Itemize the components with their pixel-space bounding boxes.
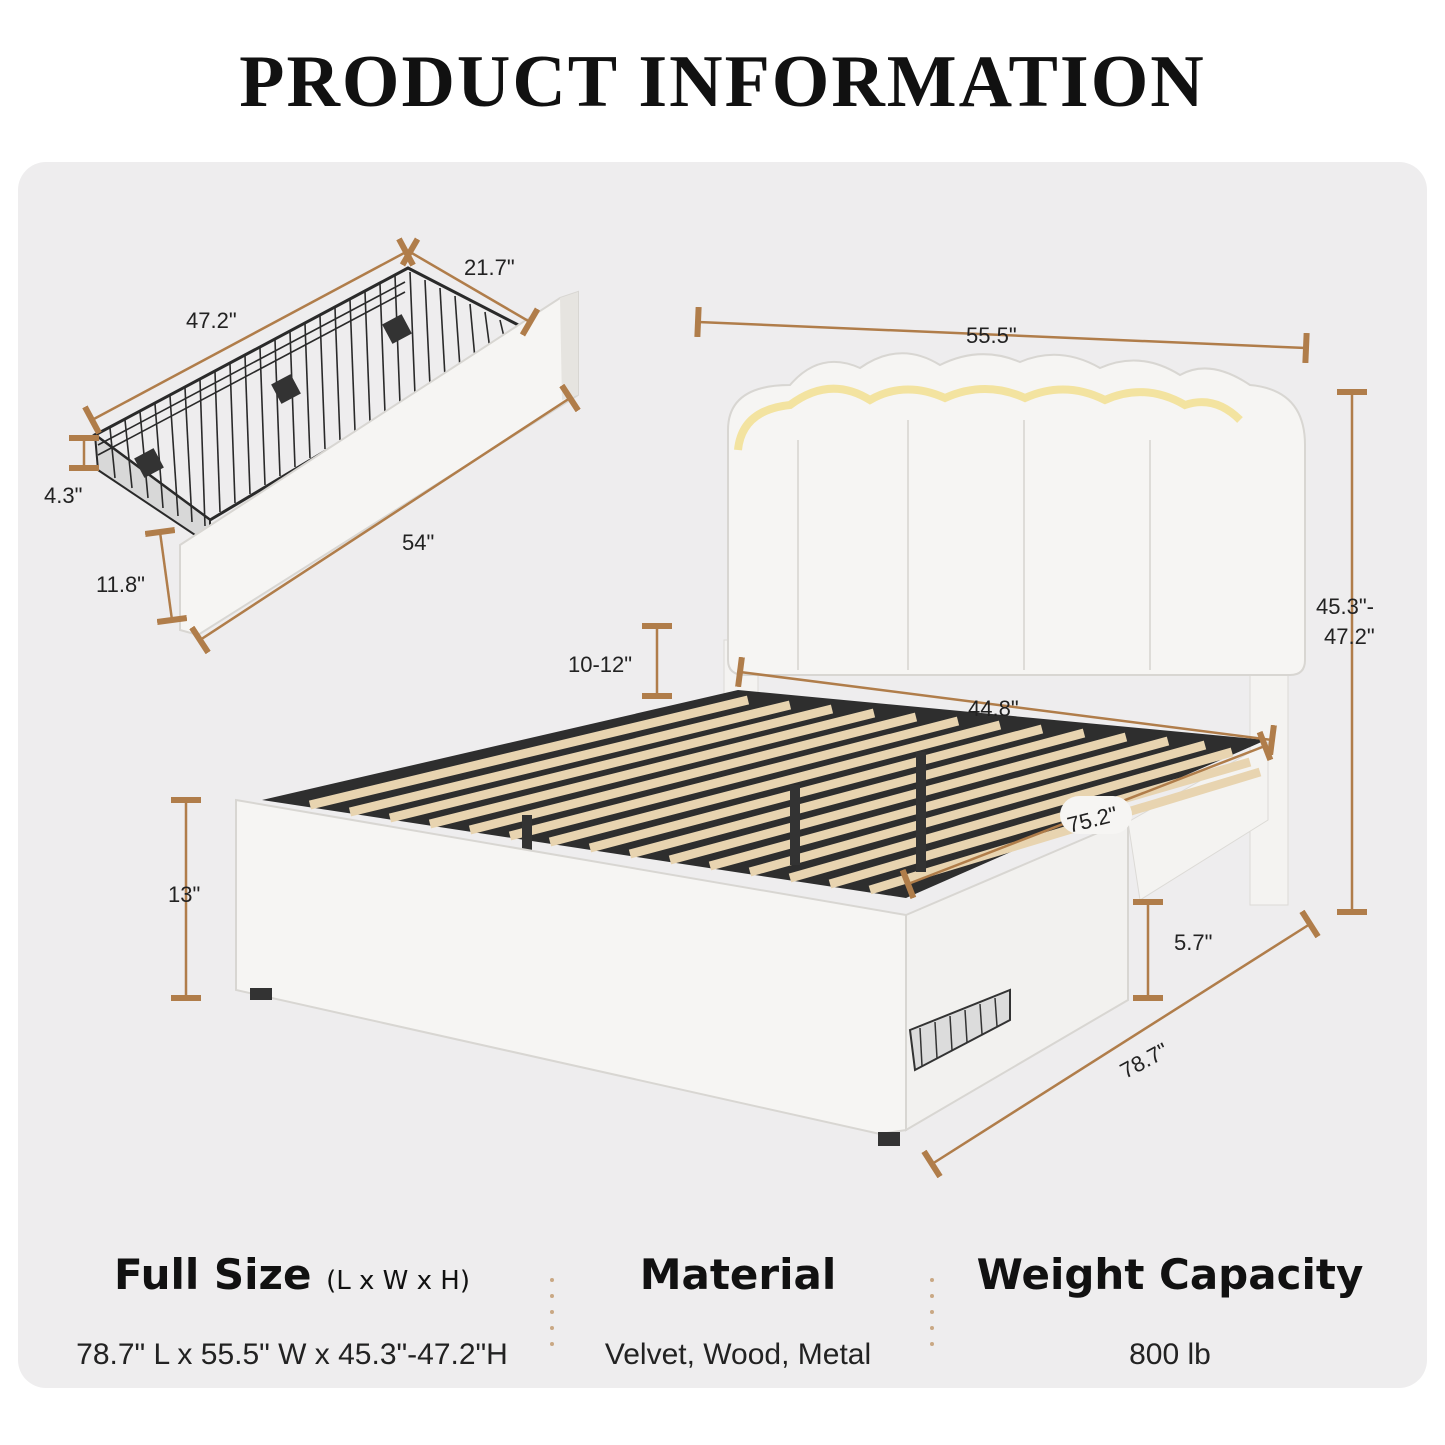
drawer-clip [134,448,164,478]
drawer-front-edge [560,292,578,400]
dim-line-drawer-length [82,237,416,435]
headboard-channels [797,420,1151,670]
dim-label-bg [1060,796,1132,834]
dim-label-total-height-line1: 45.3"- [1316,594,1374,619]
dim-label-headboard-width: 55.5" [966,323,1017,348]
spec-size-heading: Full Size (L x W x H) [92,1250,492,1299]
center-support-leg [522,815,532,855]
dim-label-bed-length: 78.7" [1116,1038,1172,1084]
dim-line-headboard-width [694,306,1310,364]
spec-weight-value: 800 lb [1129,1338,1211,1371]
dim-line-drawer-front-height [144,527,188,625]
dim-line-drawer-front-length [189,383,581,655]
page-title: PRODUCT INFORMATION [239,41,1206,123]
dim-label-drawer-front-height: 11.8" [96,572,145,597]
drawer-front-panel [179,290,579,637]
spec-separator [550,1278,554,1358]
dim-label-slat-width: 44.8" [968,696,1019,721]
center-support-leg [790,785,800,865]
spec-size-value: 78.7" L x 55.5" W x 45.3"-47.2"H [76,1338,508,1371]
dim-label-clearance: 5.7" [1174,930,1212,955]
spec-separator [930,1278,934,1358]
dim-label-drawer-basket-height: 4.3" [44,483,82,508]
dim-label-total-height-line2: 47.2" [1324,624,1375,649]
center-support-leg [916,752,926,872]
spec-size-heading-text: Full Size [114,1250,312,1299]
dim-label-drawer-front-length: 54" [402,530,434,555]
spec-size-sub: (L x W x H) [326,1266,470,1296]
dim-line-slat-width [735,656,1277,756]
bed-foot [250,988,272,1000]
drawer-clip [382,314,412,344]
dim-label-frame-height: 13" [168,882,200,907]
spec-material-value: Velvet, Wood, Metal [604,1338,872,1371]
dim-line-bed-length [921,909,1321,1179]
spec-weight-heading: Weight Capacity [976,1250,1364,1299]
dim-label-drawer-length: 47.2" [186,308,237,333]
dim-line-drawer-depth [399,237,541,337]
drawer-clip [271,374,301,404]
dim-label-drawer-depth: 21.7" [464,255,515,280]
bed-foot [878,1132,900,1146]
spec-material-heading: Material [639,1250,837,1299]
dim-label-headboard-adjust: 10-12" [568,652,632,677]
headboard-led-strip [734,384,1243,451]
